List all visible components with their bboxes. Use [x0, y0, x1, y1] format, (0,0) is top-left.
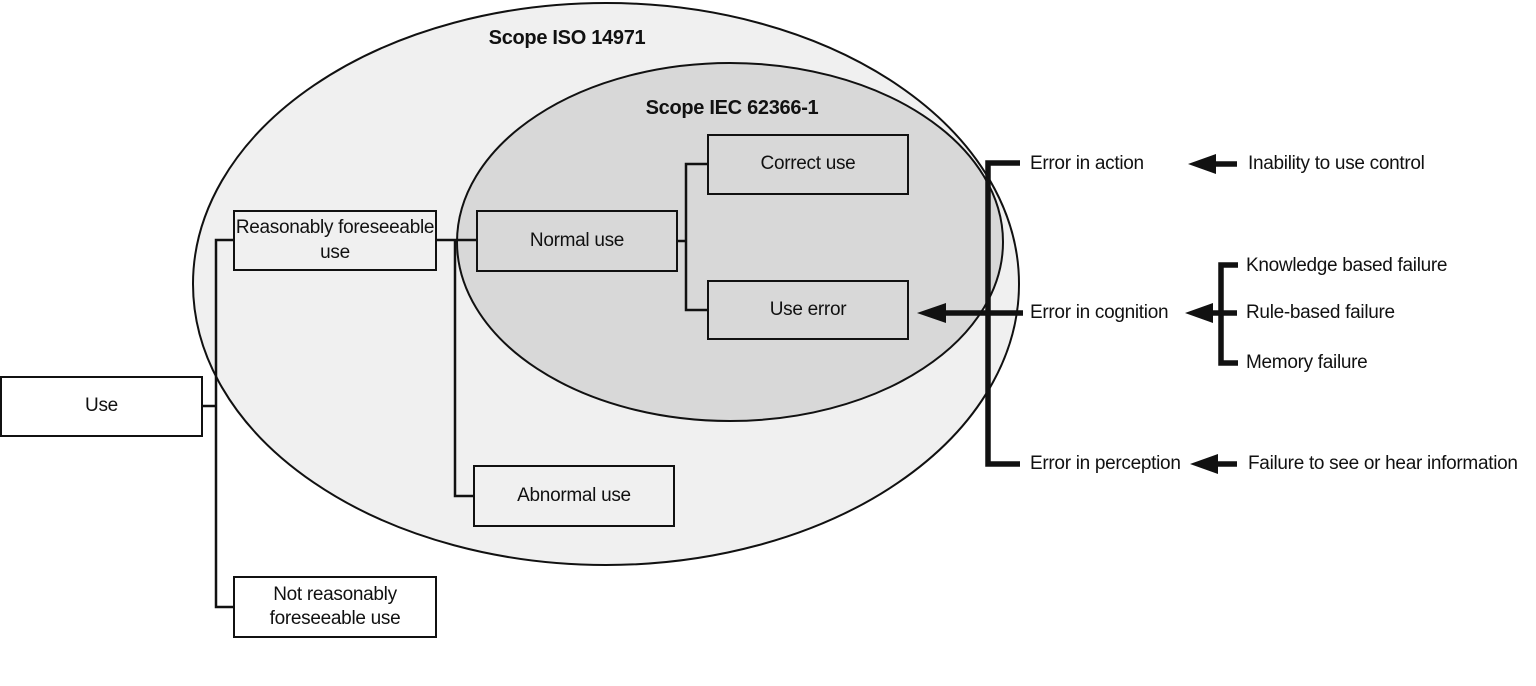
- node-normal-use-label: Normal use: [529, 229, 625, 251]
- rfu-to-abnormal-connector: [453, 240, 473, 498]
- error-in-cognition-label: Error in cognition: [1030, 302, 1169, 323]
- causes-to-cognition-arrow: [1185, 303, 1237, 323]
- node-abnormal-use: Abnormal use: [473, 465, 675, 527]
- memory-failure-label: Memory failure: [1246, 352, 1368, 373]
- failure-to-perception-arrow: [1190, 454, 1237, 474]
- inability-to-action-arrow: [1188, 154, 1237, 174]
- node-abnormal-use-label: Abnormal use: [517, 484, 631, 506]
- node-use: Use: [0, 376, 203, 437]
- node-reasonably-foreseeable-use-label: Reasonably foreseeable use: [235, 217, 435, 263]
- node-use-label: Use: [85, 395, 118, 417]
- node-correct-use: Correct use: [707, 134, 909, 195]
- node-correct-use-label: Correct use: [760, 153, 856, 175]
- node-use-error: Use error: [707, 280, 909, 340]
- rule-based-failure-label: Rule-based failure: [1246, 302, 1395, 323]
- failure-to-see-or-hear-label: Failure to see or hear information: [1248, 453, 1518, 474]
- iec-scope-label: Scope IEC 62366-1: [645, 97, 819, 119]
- normal-use-tree-connector: [678, 162, 707, 312]
- iso-scope-label: Scope ISO 14971: [488, 27, 646, 49]
- node-not-reasonably-foreseeable-use-label: Not reasonably foreseeable use: [269, 583, 401, 629]
- node-not-reasonably-foreseeable-use: Not reasonably foreseeable use: [233, 576, 437, 638]
- cognition-to-use-error-arrow: [917, 303, 1023, 323]
- error-in-perception-label: Error in perception: [1030, 453, 1181, 474]
- knowledge-based-failure-label: Knowledge based failure: [1246, 255, 1448, 276]
- node-use-error-label: Use error: [769, 298, 847, 320]
- node-normal-use: Normal use: [476, 210, 678, 272]
- node-reasonably-foreseeable-use: Reasonably foreseeable use: [233, 210, 437, 271]
- use-tree-connector: [203, 238, 233, 609]
- error-in-action-label: Error in action: [1030, 153, 1144, 174]
- inability-to-use-control-label: Inability to use control: [1248, 153, 1425, 174]
